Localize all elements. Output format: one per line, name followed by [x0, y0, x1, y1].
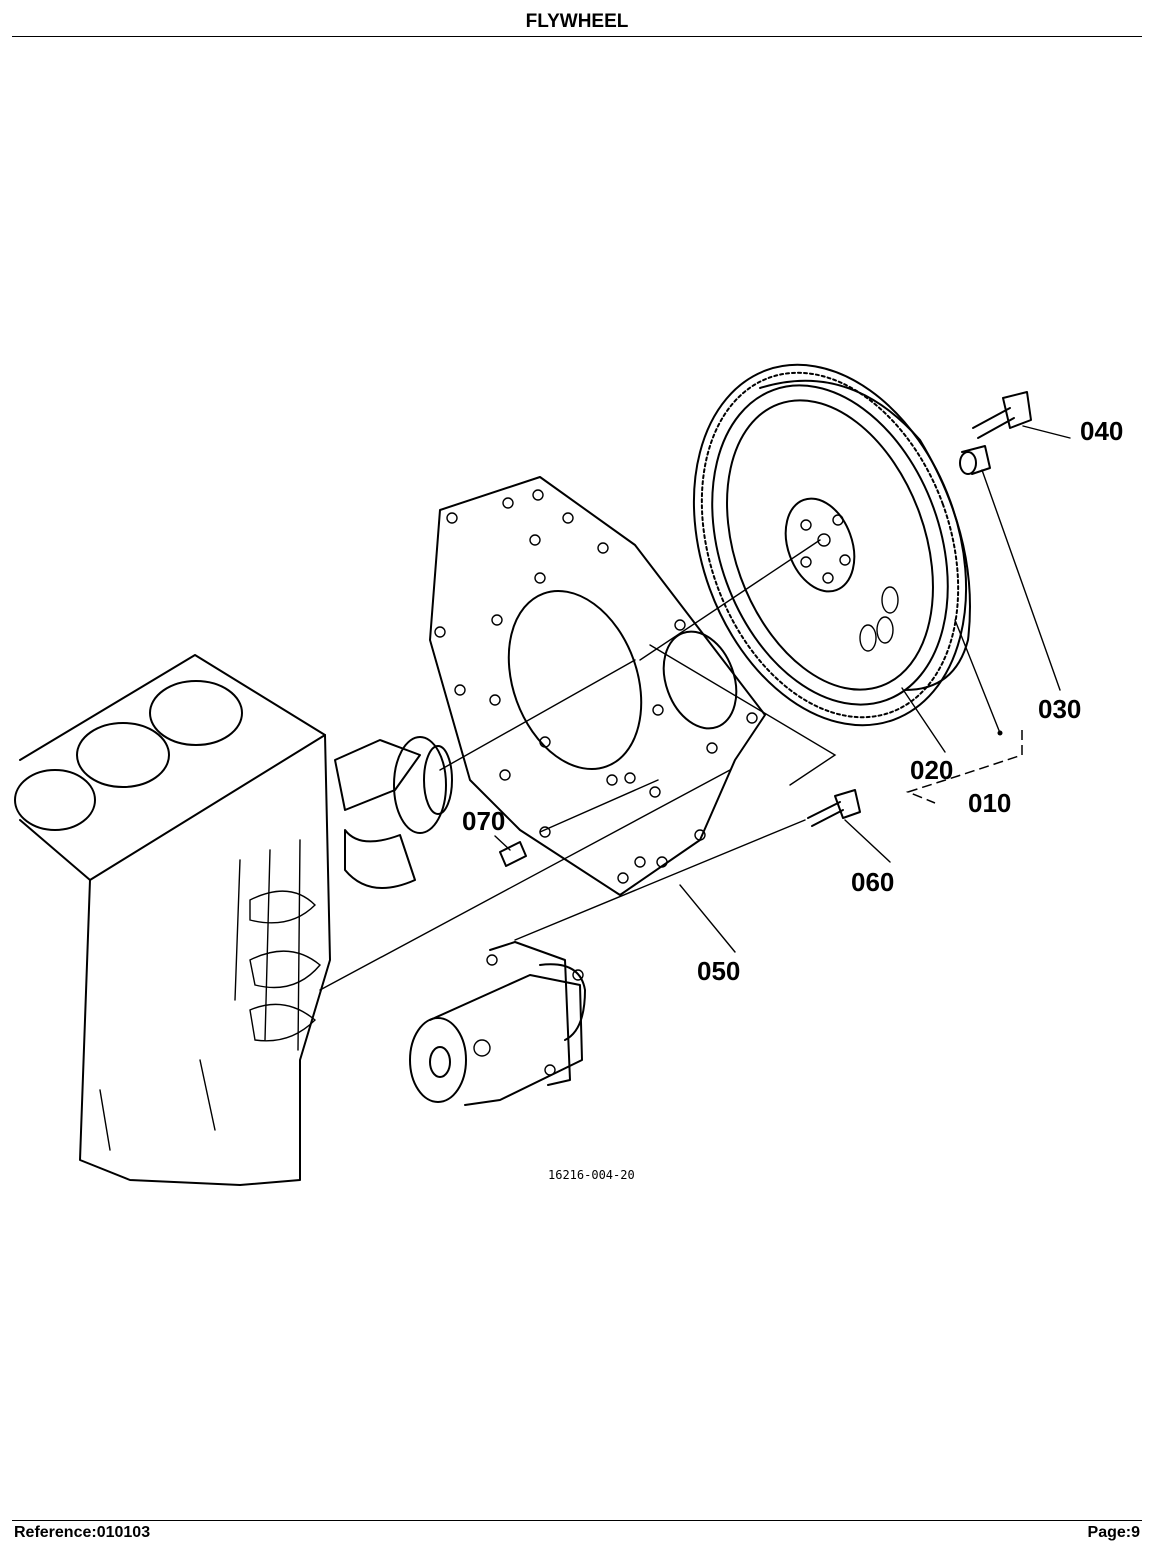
starter-motor [409, 941, 586, 1106]
footer-rule [12, 1520, 1142, 1521]
callout-040: 040 [1080, 416, 1123, 446]
callout-050: 050 [697, 956, 740, 986]
reference-label: Reference:010103 [14, 1524, 151, 1541]
bushing [959, 445, 991, 475]
crankshaft-end [334, 736, 453, 889]
page-title: FLYWHEEL [525, 11, 629, 32]
flywheel-housing-plate [429, 476, 766, 896]
header-rule [12, 36, 1142, 37]
flywheel-assembly [692, 363, 1003, 736]
callout-020: 020 [910, 755, 953, 785]
drawing-number: 16216-004-20 [548, 1168, 635, 1182]
flywheel-bolt [972, 391, 1032, 439]
callout-070: 070 [462, 806, 505, 836]
page-number: Page:9 [1087, 1524, 1140, 1541]
callout-030: 030 [1038, 694, 1081, 724]
callout-labels: 040 030 020 010 060 050 070 [462, 416, 1123, 986]
callout-010: 010 [968, 788, 1011, 818]
engine-block [14, 654, 331, 1186]
callout-060: 060 [851, 867, 894, 897]
assembly-lines [319, 425, 1071, 991]
dowel-pin [499, 841, 527, 867]
housing-bolt [807, 789, 861, 827]
